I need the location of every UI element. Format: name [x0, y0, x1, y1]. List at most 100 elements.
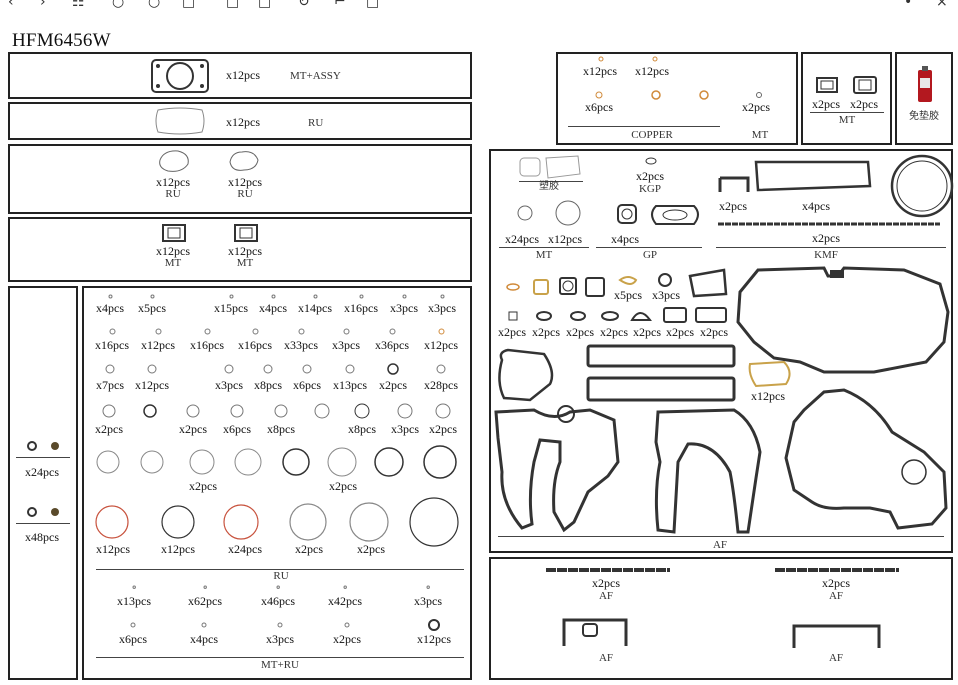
o-ring-qty: x6pcs [119, 632, 147, 646]
af-strip-a-label: AF [598, 590, 614, 602]
sealant-label: 免垫胶 [909, 111, 939, 122]
sealant-tube-icon [918, 66, 932, 102]
af-bracket-d-label: AF [828, 652, 844, 664]
o-ring-icon [203, 585, 207, 589]
o-ring-qty: x5pcs [138, 301, 166, 315]
o-ring-qty: x4pcs [96, 301, 124, 315]
o-ring-qty: x12pcs [135, 378, 169, 392]
export-icon[interactable]: □ [366, 0, 380, 10]
o-ring-qty: x3pcs [215, 378, 243, 392]
cover-seal-b-type: RU [237, 188, 253, 200]
af-strip-b-label: AF [828, 590, 844, 602]
ru-label: RU [273, 570, 289, 582]
o-ring-qty: x16pcs [190, 338, 224, 352]
o-ring-qty: x12pcs [161, 542, 195, 556]
o-ring-qty: x28pcs [424, 378, 458, 392]
panel-rubber-gasket [8, 102, 472, 140]
divider [16, 457, 70, 458]
o-ring-icon [263, 364, 273, 374]
divider [16, 523, 70, 524]
grid-icon[interactable]: ☷ [72, 0, 85, 10]
o-ring-qty: x12pcs [141, 338, 175, 352]
fit-page-icon[interactable]: □ [258, 0, 272, 10]
o-ring-icon [282, 448, 310, 476]
zoom-out-icon[interactable]: ○ [112, 0, 125, 10]
back-icon[interactable]: ‹ [8, 0, 14, 10]
copper-washer-b-icon [595, 90, 709, 100]
copper-q2: x12pcs [635, 64, 669, 78]
o-ring-qty: x15pcs [214, 301, 248, 315]
mt-gp-label1: MT [535, 249, 553, 261]
o-ring-qty: x6pcs [223, 422, 251, 436]
cover-seal-b-qty: x12pcs [228, 175, 262, 189]
page-icon[interactable]: □ [182, 0, 196, 10]
o-ring-qty: x2pcs [189, 479, 217, 493]
o-ring-icon [438, 328, 444, 334]
person-icon[interactable]: • [904, 0, 913, 10]
valve-seal-a-qty: x24pcs [25, 465, 59, 479]
rubber-gasket-type: RU [308, 117, 324, 129]
fit-icon[interactable]: □ [226, 0, 240, 10]
o-ring-icon [109, 328, 115, 334]
o-ring-qty: x13pcs [333, 378, 367, 392]
o-ring-qty: x2pcs [295, 542, 323, 556]
close-icon[interactable]: × [936, 0, 948, 10]
panel-copper-washers [556, 52, 798, 145]
divider [716, 247, 946, 248]
kmf-gaskets-icon [718, 154, 954, 226]
o-ring-icon [224, 364, 234, 374]
o-ring-qty: x16pcs [344, 301, 378, 315]
rubber-gasket-qty: x12pcs [226, 115, 260, 129]
divider [498, 536, 944, 537]
af-strip-b-icon [775, 568, 899, 572]
o-ring-qty: x2pcs [95, 422, 123, 436]
mt-gp-rings-icon [517, 200, 699, 226]
mt-gasket-icon [816, 76, 877, 94]
o-ring-qty: x12pcs [417, 632, 451, 646]
o-ring-icon [374, 447, 404, 477]
forward-icon[interactable]: › [40, 0, 46, 10]
mt-gp-label2: GP [642, 249, 658, 261]
exhaust-gasket-a-qty: x12pcs [156, 244, 190, 258]
o-ring-icon [359, 294, 363, 298]
o-ring-icon [349, 502, 389, 542]
cover-seal-b-icon [229, 151, 259, 171]
o-ring-icon [402, 294, 406, 298]
o-ring-qty: x8pcs [254, 378, 282, 392]
o-ring-icon [277, 622, 283, 628]
divider [499, 247, 589, 248]
crop-icon[interactable]: ⌐ [334, 0, 346, 10]
o-ring-icon [95, 505, 129, 539]
document-title: HFM6456W [12, 30, 111, 51]
kgp-icon [645, 157, 657, 165]
rotate-icon[interactable]: ↻ [298, 0, 310, 10]
copper-q3: x6pcs [585, 100, 613, 114]
mt-q1: x2pcs [812, 97, 840, 111]
o-ring-icon [102, 404, 116, 418]
o-ring-qty: x8pcs [267, 422, 295, 436]
copper-label: COPPER [631, 129, 673, 141]
o-ring-icon [298, 328, 304, 334]
o-ring-qty: x36pcs [375, 338, 409, 352]
exhaust-gasket-b-icon [234, 224, 258, 242]
o-ring-qty: x12pcs [96, 542, 130, 556]
af-large-gaskets-icon [494, 266, 950, 534]
kgp-qty: x2pcs [636, 169, 664, 183]
o-ring-qty: x3pcs [414, 594, 442, 608]
small-gasket-qty: x2pcs [666, 325, 694, 339]
o-ring-icon [223, 504, 259, 540]
valve-seal-b-icon [27, 507, 59, 517]
o-ring-icon [345, 364, 355, 374]
zoom-in-icon[interactable]: ○ [148, 0, 161, 10]
small-gasket-qty: x2pcs [633, 325, 661, 339]
o-ring-icon [426, 585, 430, 589]
o-ring-icon [354, 403, 370, 419]
o-ring-icon [343, 585, 347, 589]
o-ring-icon [387, 363, 399, 375]
o-ring-qty: x2pcs [333, 632, 361, 646]
small-gasket-qty: x2pcs [700, 325, 728, 339]
o-ring-icon [423, 445, 457, 479]
o-ring-icon [189, 449, 215, 475]
viewer-toolbar: ‹ › ☷ ○ ○ □ □ □ ↻ ⌐ □ • × [0, 0, 958, 14]
o-ring-icon [389, 328, 395, 334]
